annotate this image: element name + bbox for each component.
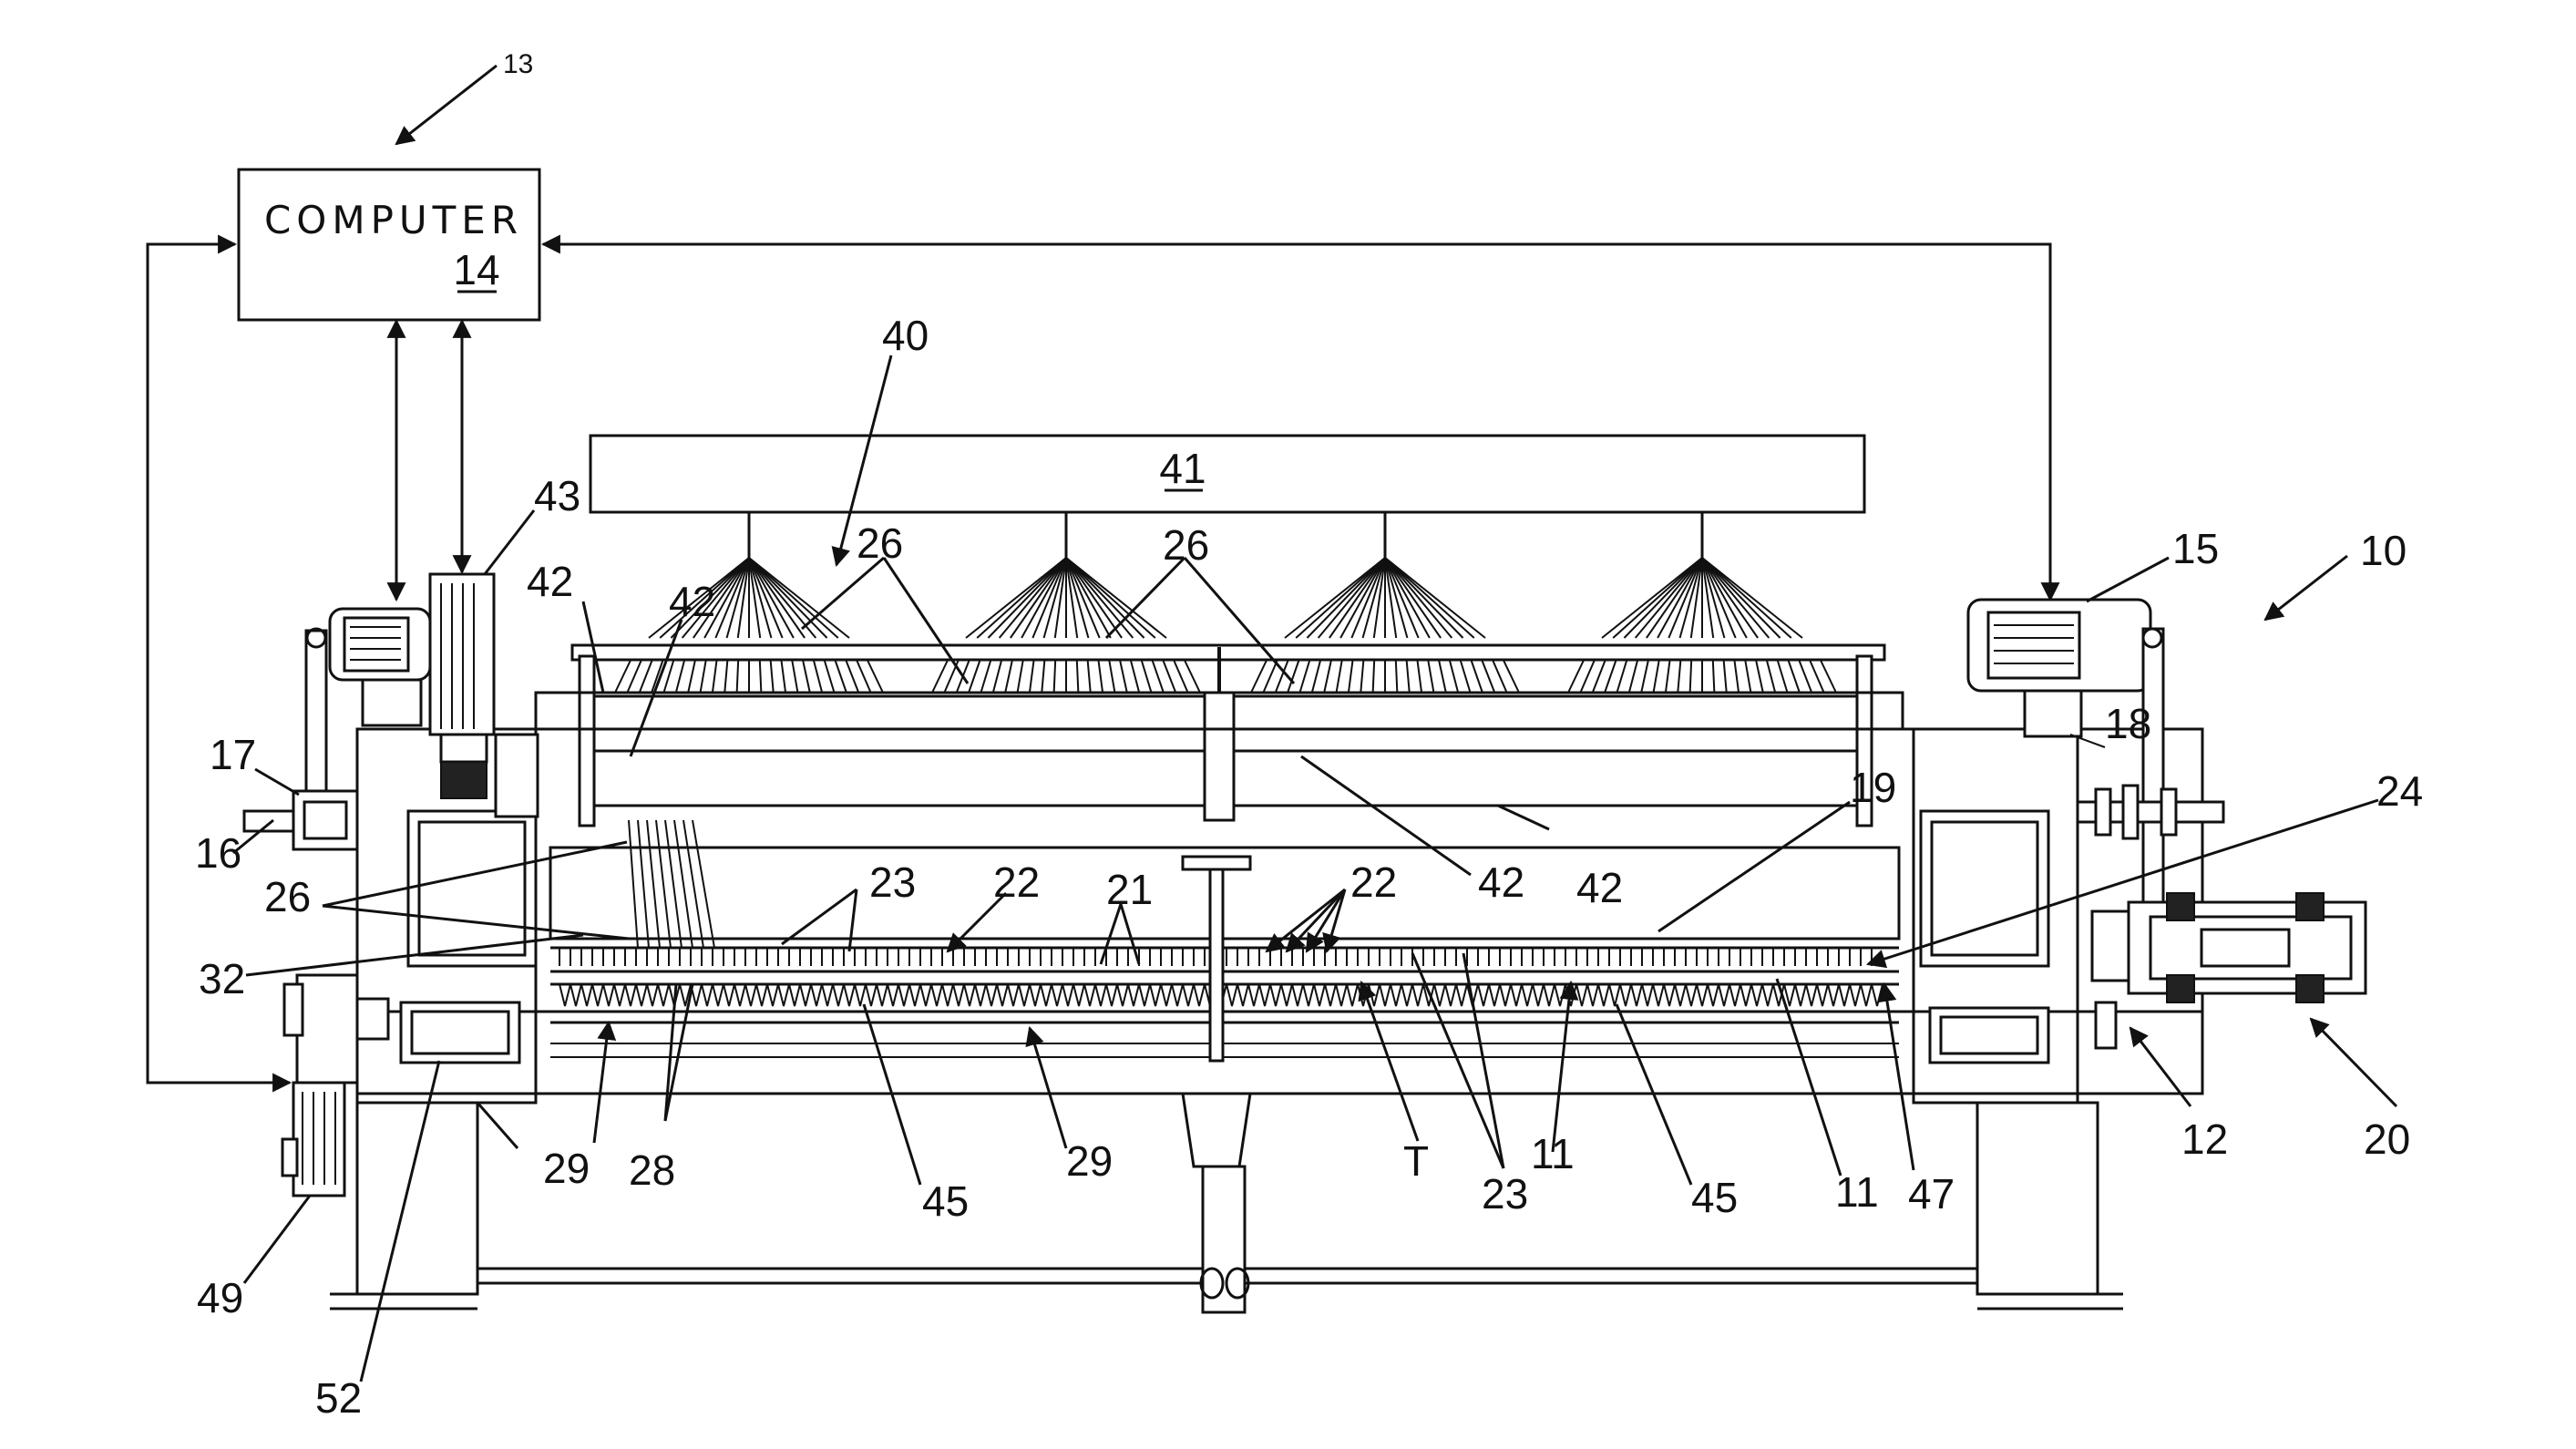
label-26-b: 26 (1163, 521, 1209, 569)
label-52: 52 (315, 1374, 362, 1422)
label-24: 24 (2376, 767, 2423, 815)
label-15: 15 (2172, 525, 2219, 572)
label-22-right: 22 (1350, 858, 1397, 906)
label-26-a: 26 (857, 519, 903, 567)
label-29-left: 29 (543, 1145, 590, 1192)
label-42-inner: 42 (669, 578, 715, 625)
label-11-right: 11 (1835, 1168, 1879, 1216)
label-42-right: 42 (1576, 864, 1623, 911)
spray-fan (1251, 512, 1519, 693)
label-45-right: 45 (1691, 1174, 1738, 1221)
computer-box: COMPUTER 14 (239, 170, 539, 320)
label-16: 16 (195, 829, 241, 877)
label-18: 18 (2105, 700, 2151, 747)
label-42-mid: 42 (1478, 858, 1524, 906)
label-13: 13 (503, 49, 533, 79)
label-23-lower: 23 (1482, 1170, 1528, 1218)
signal-line-right (543, 244, 2050, 600)
label-45-left: 45 (922, 1177, 969, 1225)
label-47: 47 (1908, 1170, 1955, 1218)
label-32: 32 (199, 955, 245, 1002)
label-26-c: 26 (264, 873, 311, 920)
label-40: 40 (882, 312, 929, 359)
spray-fan (932, 512, 1200, 693)
label-10: 10 (2360, 527, 2407, 574)
label-T: T (1403, 1137, 1429, 1185)
label-19: 19 (1850, 764, 1896, 811)
spray-fan (1568, 512, 1836, 693)
label-42-left: 42 (527, 558, 573, 605)
label-12: 12 (2181, 1115, 2228, 1163)
label-20: 20 (2364, 1115, 2410, 1163)
arrow-13 (396, 66, 497, 144)
label-11-mid: 11 (1531, 1130, 1575, 1177)
header-box: 41 (590, 436, 1864, 512)
computer-title: COMPUTER (264, 198, 523, 242)
label-29-mid: 29 (1066, 1137, 1113, 1185)
label-49: 49 (197, 1274, 243, 1321)
label-22-left: 22 (993, 858, 1040, 906)
header-ref: 41 (1159, 445, 1206, 492)
label-43: 43 (534, 472, 580, 519)
label-21: 21 (1106, 866, 1153, 913)
label-17: 17 (210, 731, 256, 778)
label-28: 28 (629, 1146, 675, 1194)
label-23-upper: 23 (869, 858, 916, 906)
computer-ref: 14 (453, 246, 499, 293)
